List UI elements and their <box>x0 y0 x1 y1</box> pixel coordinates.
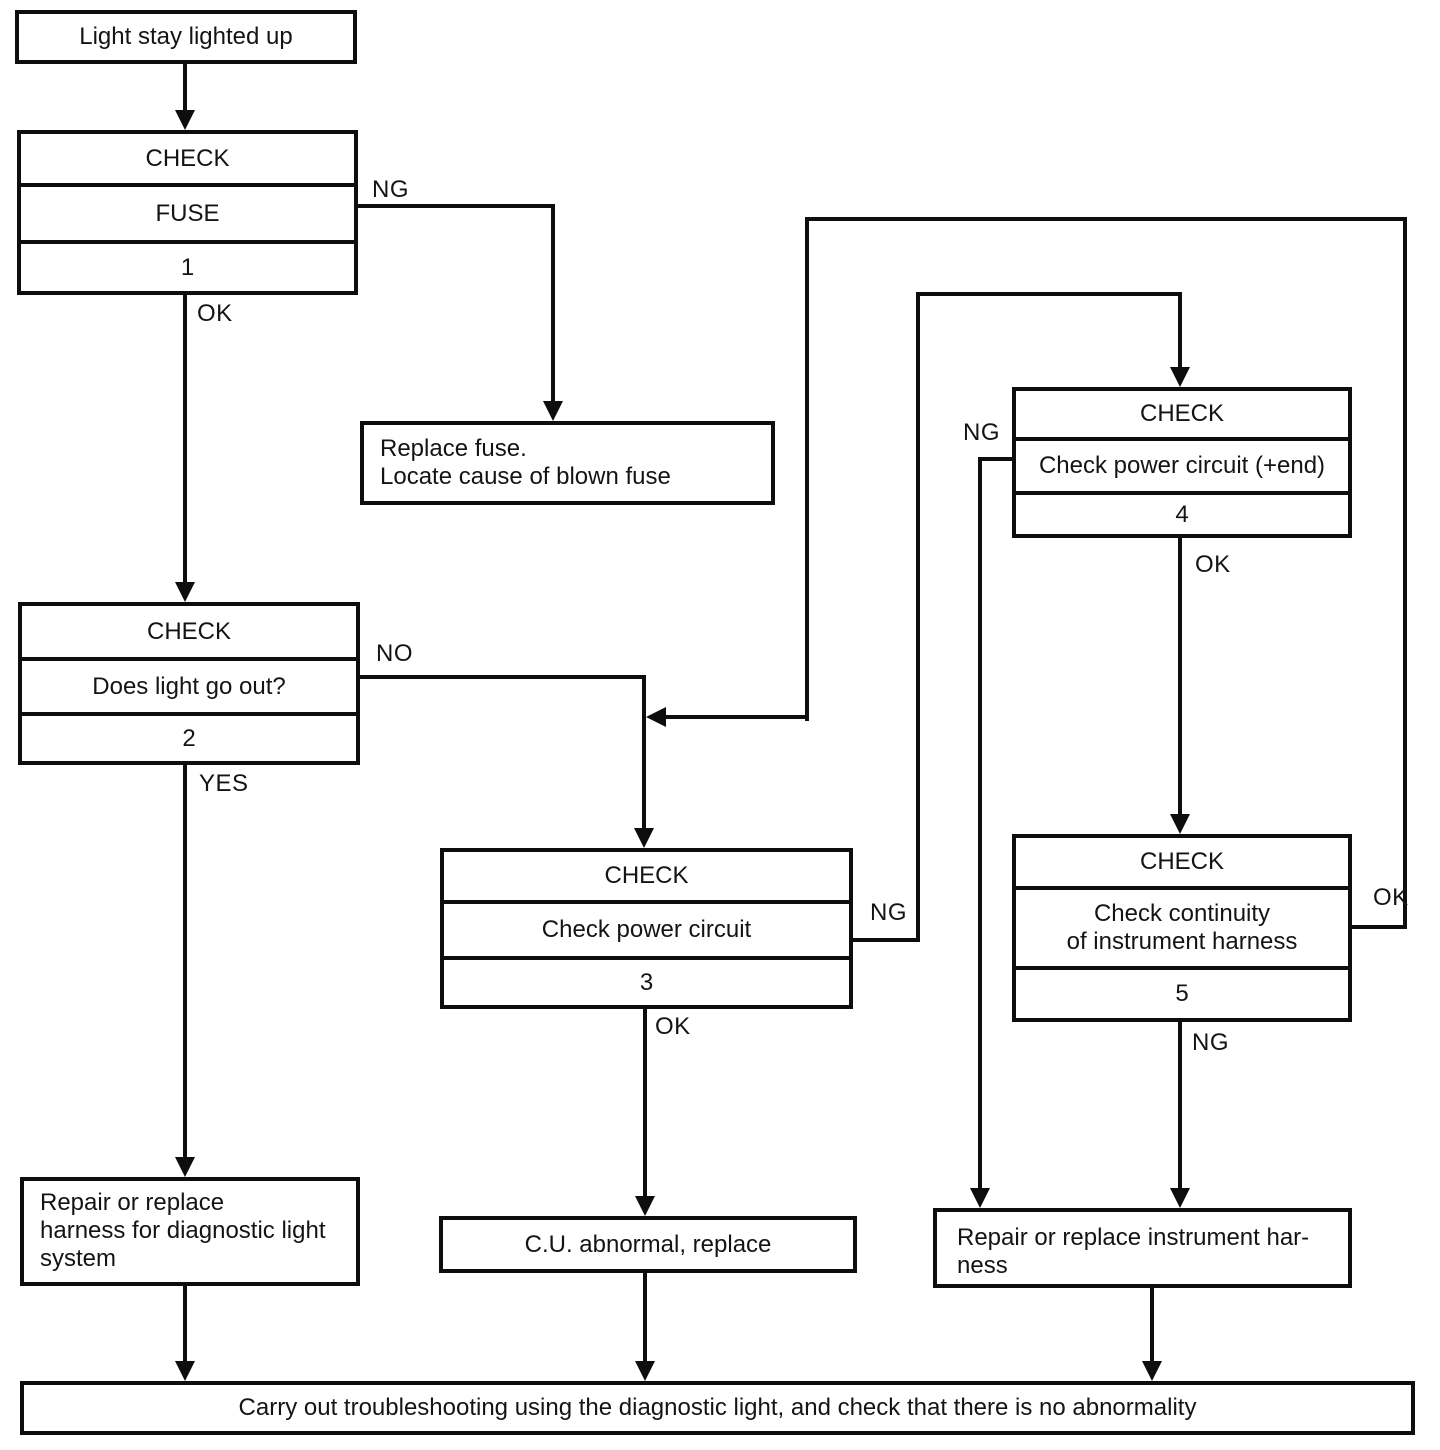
edge-repairinstr-final-line <box>1150 1288 1154 1361</box>
check5-desc: Check continuity of instrument harness <box>1016 886 1348 966</box>
cu-abnormal-text: C.U. abnormal, replace <box>524 1230 772 1258</box>
edge-check3-ng-h1 <box>853 938 920 942</box>
edge-check1-ng-h <box>358 204 555 208</box>
check3-title: CHECK <box>604 862 689 889</box>
edge-repairdiag-final-line <box>183 1286 187 1361</box>
edge-check2-no-v <box>642 675 646 828</box>
check-box-4: CHECK Check power circuit (+end) 4 <box>1012 387 1352 538</box>
edge-label-check1-ok: OK <box>197 300 233 327</box>
edge-check2-no-h <box>360 675 646 679</box>
edge-cu-final-arrow <box>635 1361 655 1381</box>
edge-check2-yes-line <box>183 765 187 1157</box>
edge-check2-no-arrow <box>634 828 654 848</box>
final-box: Carry out troubleshooting using the diag… <box>20 1381 1415 1435</box>
edge-check5-ng-arrow <box>1170 1188 1190 1208</box>
check1-title: CHECK <box>145 144 230 172</box>
edge-check5-ok-arrow <box>646 707 666 727</box>
edge-label-check4-ng: NG <box>963 419 1000 446</box>
check4-desc: Check power circuit (+end) <box>1016 437 1348 491</box>
edge-check3-ok-arrow <box>635 1196 655 1216</box>
edge-repairinstr-final-arrow <box>1142 1361 1162 1381</box>
edge-check3-ng-h2 <box>916 292 1182 296</box>
check-box-1: CHECK FUSE 1 <box>17 130 358 295</box>
check1-desc: FUSE <box>21 183 354 240</box>
edge-check1-ng-v <box>551 204 555 401</box>
edge-check2-yes-arrow <box>175 1157 195 1177</box>
repair-diagnostic-harness-text: Repair or replace harness for diagnostic… <box>40 1189 326 1272</box>
edge-label-check2-no: NO <box>376 640 413 667</box>
check1-num: 1 <box>21 240 354 291</box>
edge-check1-ng-arrow <box>543 401 563 421</box>
edge-check4-ng-arrow <box>970 1188 990 1208</box>
edge-label-check2-yes: YES <box>199 770 249 797</box>
edge-check4-ng-h <box>978 457 1012 461</box>
edge-check5-ok-h3 <box>666 715 809 719</box>
edge-label-check5-ok: OK <box>1373 884 1409 911</box>
check-box-3: CHECK Check power circuit 3 <box>440 848 853 1009</box>
edge-start-check1-line <box>183 64 187 110</box>
edge-repairdiag-final-arrow <box>175 1361 195 1381</box>
final-text: Carry out troubleshooting using the diag… <box>238 1394 1197 1421</box>
start-label: Light stay lighted up <box>79 23 293 50</box>
replace-fuse-box: Replace fuse. Locate cause of blown fuse <box>360 421 775 505</box>
check2-title: CHECK <box>146 617 231 645</box>
edge-check5-ng-line <box>1178 1022 1182 1188</box>
check2-num: 2 <box>22 712 356 761</box>
check-box-2: CHECK Does light go out? 2 <box>18 602 360 765</box>
edge-label-check5-ng: NG <box>1192 1029 1229 1056</box>
edge-start-check1-arrow <box>175 110 195 130</box>
edge-check3-ng-v2 <box>1178 292 1182 367</box>
edge-check3-ng-arrow <box>1170 367 1190 387</box>
check4-title: CHECK <box>1139 400 1224 427</box>
repair-diagnostic-harness-box: Repair or replace harness for diagnostic… <box>20 1177 360 1286</box>
check2-desc: Does light go out? <box>22 657 356 712</box>
edge-check1-ok-arrow <box>175 582 195 602</box>
edge-cu-final-line <box>643 1273 647 1361</box>
edge-label-check3-ok: OK <box>655 1013 691 1040</box>
cu-abnormal-box: C.U. abnormal, replace <box>439 1216 857 1273</box>
edge-check5-ok-h1 <box>1352 925 1407 929</box>
edge-check4-ng-v <box>978 457 982 1188</box>
edge-check5-ok-h2 <box>805 217 1407 221</box>
edge-check4-ok-line <box>1178 538 1182 814</box>
check5-num: 5 <box>1016 966 1348 1018</box>
check3-desc: Check power circuit <box>444 900 849 956</box>
edge-check5-ok-v2 <box>805 217 809 721</box>
replace-fuse-text: Replace fuse. Locate cause of blown fuse <box>380 435 671 490</box>
edge-label-check1-ng: NG <box>372 176 409 203</box>
edge-label-check3-ng: NG <box>870 899 907 926</box>
edge-check5-ok-v1 <box>1403 217 1407 929</box>
check3-num: 3 <box>444 956 849 1005</box>
repair-instrument-harness-box: Repair or replace instrument har- ness <box>933 1208 1352 1288</box>
check4-num: 4 <box>1016 491 1348 534</box>
repair-instrument-harness-text: Repair or replace instrument har- ness <box>957 1224 1310 1279</box>
edge-check3-ng-v1 <box>916 292 920 942</box>
edge-label-check4-ok: OK <box>1195 551 1231 578</box>
edge-check1-ok-line <box>183 295 187 582</box>
edge-check4-ok-arrow <box>1170 814 1190 834</box>
edge-check3-ok-line <box>643 1009 647 1196</box>
check-box-5: CHECK Check continuity of instrument har… <box>1012 834 1352 1022</box>
check5-title: CHECK <box>1139 848 1224 875</box>
start-box: Light stay lighted up <box>15 10 357 64</box>
